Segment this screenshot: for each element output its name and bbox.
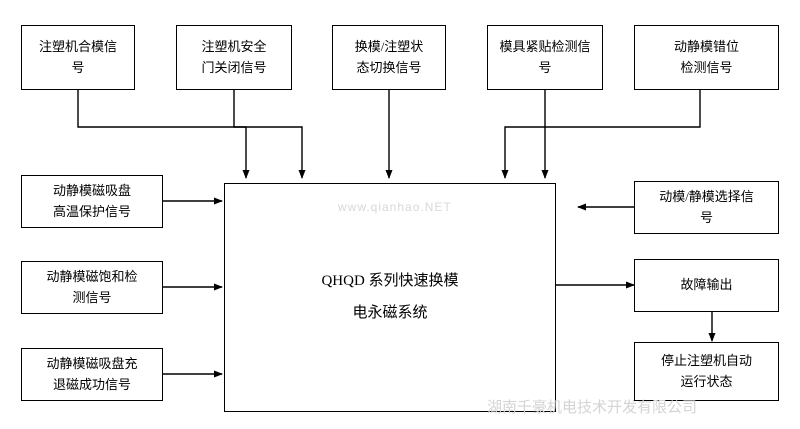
right-box-fault-output-label: 故障输出 — [680, 277, 733, 293]
watermark-site: www.qianhao.NET — [338, 200, 452, 214]
top-box-3: 换模/注塑状 态切换信号 — [332, 25, 446, 90]
top-box-1: 注塑机合模信 号 — [21, 25, 135, 90]
connector-top-4 — [501, 90, 546, 179]
top-box-1-label: 注塑机合模信 号 — [38, 39, 117, 75]
left-box-3: 动静模磁吸盘充 退磁成功信号 — [21, 348, 163, 401]
top-box-2-label: 注塑机安全 门关闭信号 — [201, 39, 267, 75]
right-box-mode-select: 动模/静模选择信 号 — [634, 181, 779, 234]
right-box-stop-state: 停止注塑机自动 运行状态 — [634, 342, 779, 401]
connector-top-2 — [233, 90, 306, 179]
top-box-5-label: 动静模错位 检测信号 — [673, 39, 739, 75]
top-box-4-label: 模具紧贴检测信 号 — [499, 39, 591, 75]
center-system-box: QHQD 系列快速换模 电永磁系统 — [224, 183, 556, 412]
center-system-label: QHQD 系列快速换模 电永磁系统 — [321, 273, 459, 321]
left-box-2: 动静模磁饱和检 测信号 — [21, 261, 163, 314]
right-box-mode-select-label: 动模/静模选择信 号 — [659, 189, 754, 225]
top-box-3-label: 换模/注塑状 态切换信号 — [354, 39, 424, 75]
right-box-fault-output: 故障输出 — [634, 259, 779, 312]
right-box-stop-state-label: 停止注塑机自动 运行状态 — [660, 353, 752, 389]
top-box-2: 注塑机安全 门关闭信号 — [176, 25, 292, 90]
connector-top-5 — [541, 90, 701, 179]
left-box-2-label: 动静模磁饱和检 测信号 — [46, 269, 138, 305]
connector-top-1 — [77, 90, 250, 179]
left-box-3-label: 动静模磁吸盘充 退磁成功信号 — [46, 356, 138, 392]
watermark-company: 湖南千豪机电技术开发有限公司 — [487, 399, 698, 416]
top-box-4: 模具紧贴检测信 号 — [487, 25, 603, 90]
left-box-1: 动静模磁吸盘 高温保护信号 — [21, 175, 163, 228]
top-box-5: 动静模错位 检测信号 — [634, 25, 779, 90]
left-box-1-label: 动静模磁吸盘 高温保护信号 — [52, 183, 131, 219]
